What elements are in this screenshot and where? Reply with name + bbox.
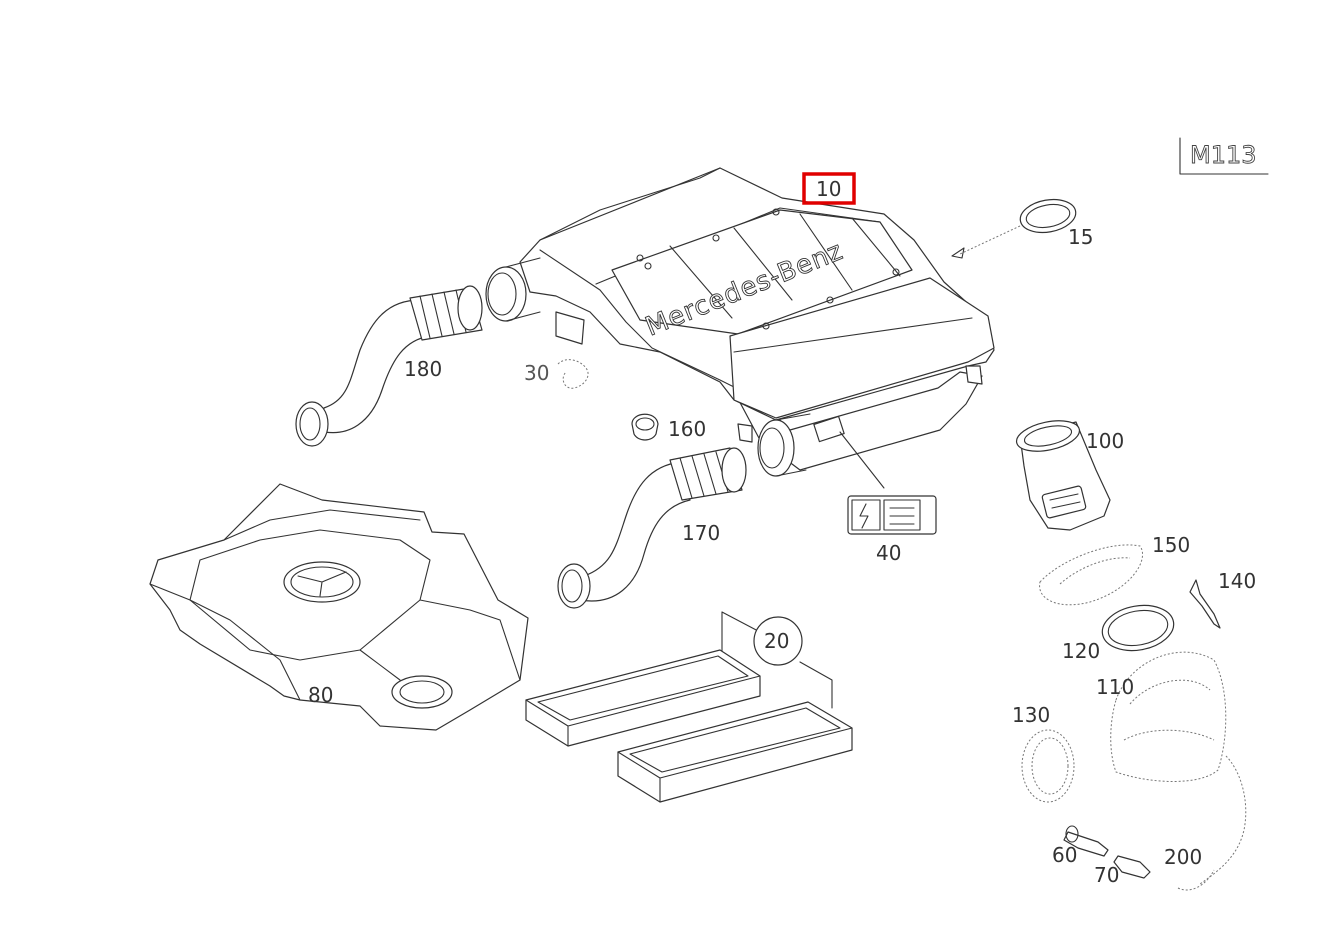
label-10[interactable]: 10 xyxy=(816,177,841,201)
label-40[interactable]: 40 xyxy=(876,541,901,565)
gasket-150[interactable] xyxy=(1039,544,1143,606)
label-100[interactable]: 100 xyxy=(1086,429,1124,453)
label-15[interactable]: 15 xyxy=(1068,225,1093,249)
hose-200[interactable] xyxy=(1177,869,1215,891)
sleeve-70[interactable] xyxy=(1113,855,1151,879)
label-30[interactable]: 30 xyxy=(524,361,549,385)
label-110[interactable]: 110 xyxy=(1096,675,1134,699)
engine-code-box: M113 xyxy=(1179,137,1269,175)
label-120[interactable]: 120 xyxy=(1062,639,1100,663)
air-filter-housing[interactable]: Mercedes-Benz xyxy=(485,167,995,477)
label-200[interactable]: 200 xyxy=(1164,845,1202,869)
intake-hose-170[interactable] xyxy=(557,447,747,609)
warning-label-40[interactable] xyxy=(839,431,937,535)
clamp-130[interactable] xyxy=(1021,729,1075,803)
grommet-160[interactable] xyxy=(631,413,659,441)
clip-30[interactable] xyxy=(557,359,589,389)
bolt-60[interactable] xyxy=(1063,825,1109,857)
label-160[interactable]: 160 xyxy=(668,417,706,441)
label-130[interactable]: 130 xyxy=(1012,703,1050,727)
label-150[interactable]: 150 xyxy=(1152,533,1190,557)
intake-hose-180[interactable] xyxy=(295,285,483,447)
label-60[interactable]: 60 xyxy=(1052,843,1077,867)
label-20[interactable]: 20 xyxy=(764,629,789,653)
engine-cover-80[interactable] xyxy=(149,483,529,731)
clamp-ring-120[interactable] xyxy=(1099,600,1178,656)
air-mass-sensor-100[interactable] xyxy=(1014,416,1111,531)
highlight-box xyxy=(802,172,856,205)
seal-ring-15[interactable] xyxy=(951,195,1078,259)
label-140[interactable]: 140 xyxy=(1218,569,1256,593)
air-filter-elements-20[interactable] xyxy=(525,611,853,803)
label-170[interactable]: 170 xyxy=(682,521,720,545)
clip-140[interactable] xyxy=(1189,579,1221,629)
engine-code-label: M113 xyxy=(1190,141,1257,169)
intake-pipe-110[interactable] xyxy=(1110,651,1247,885)
label-180[interactable]: 180 xyxy=(404,357,442,381)
label-70[interactable]: 70 xyxy=(1094,863,1119,887)
label-80[interactable]: 80 xyxy=(308,683,333,707)
